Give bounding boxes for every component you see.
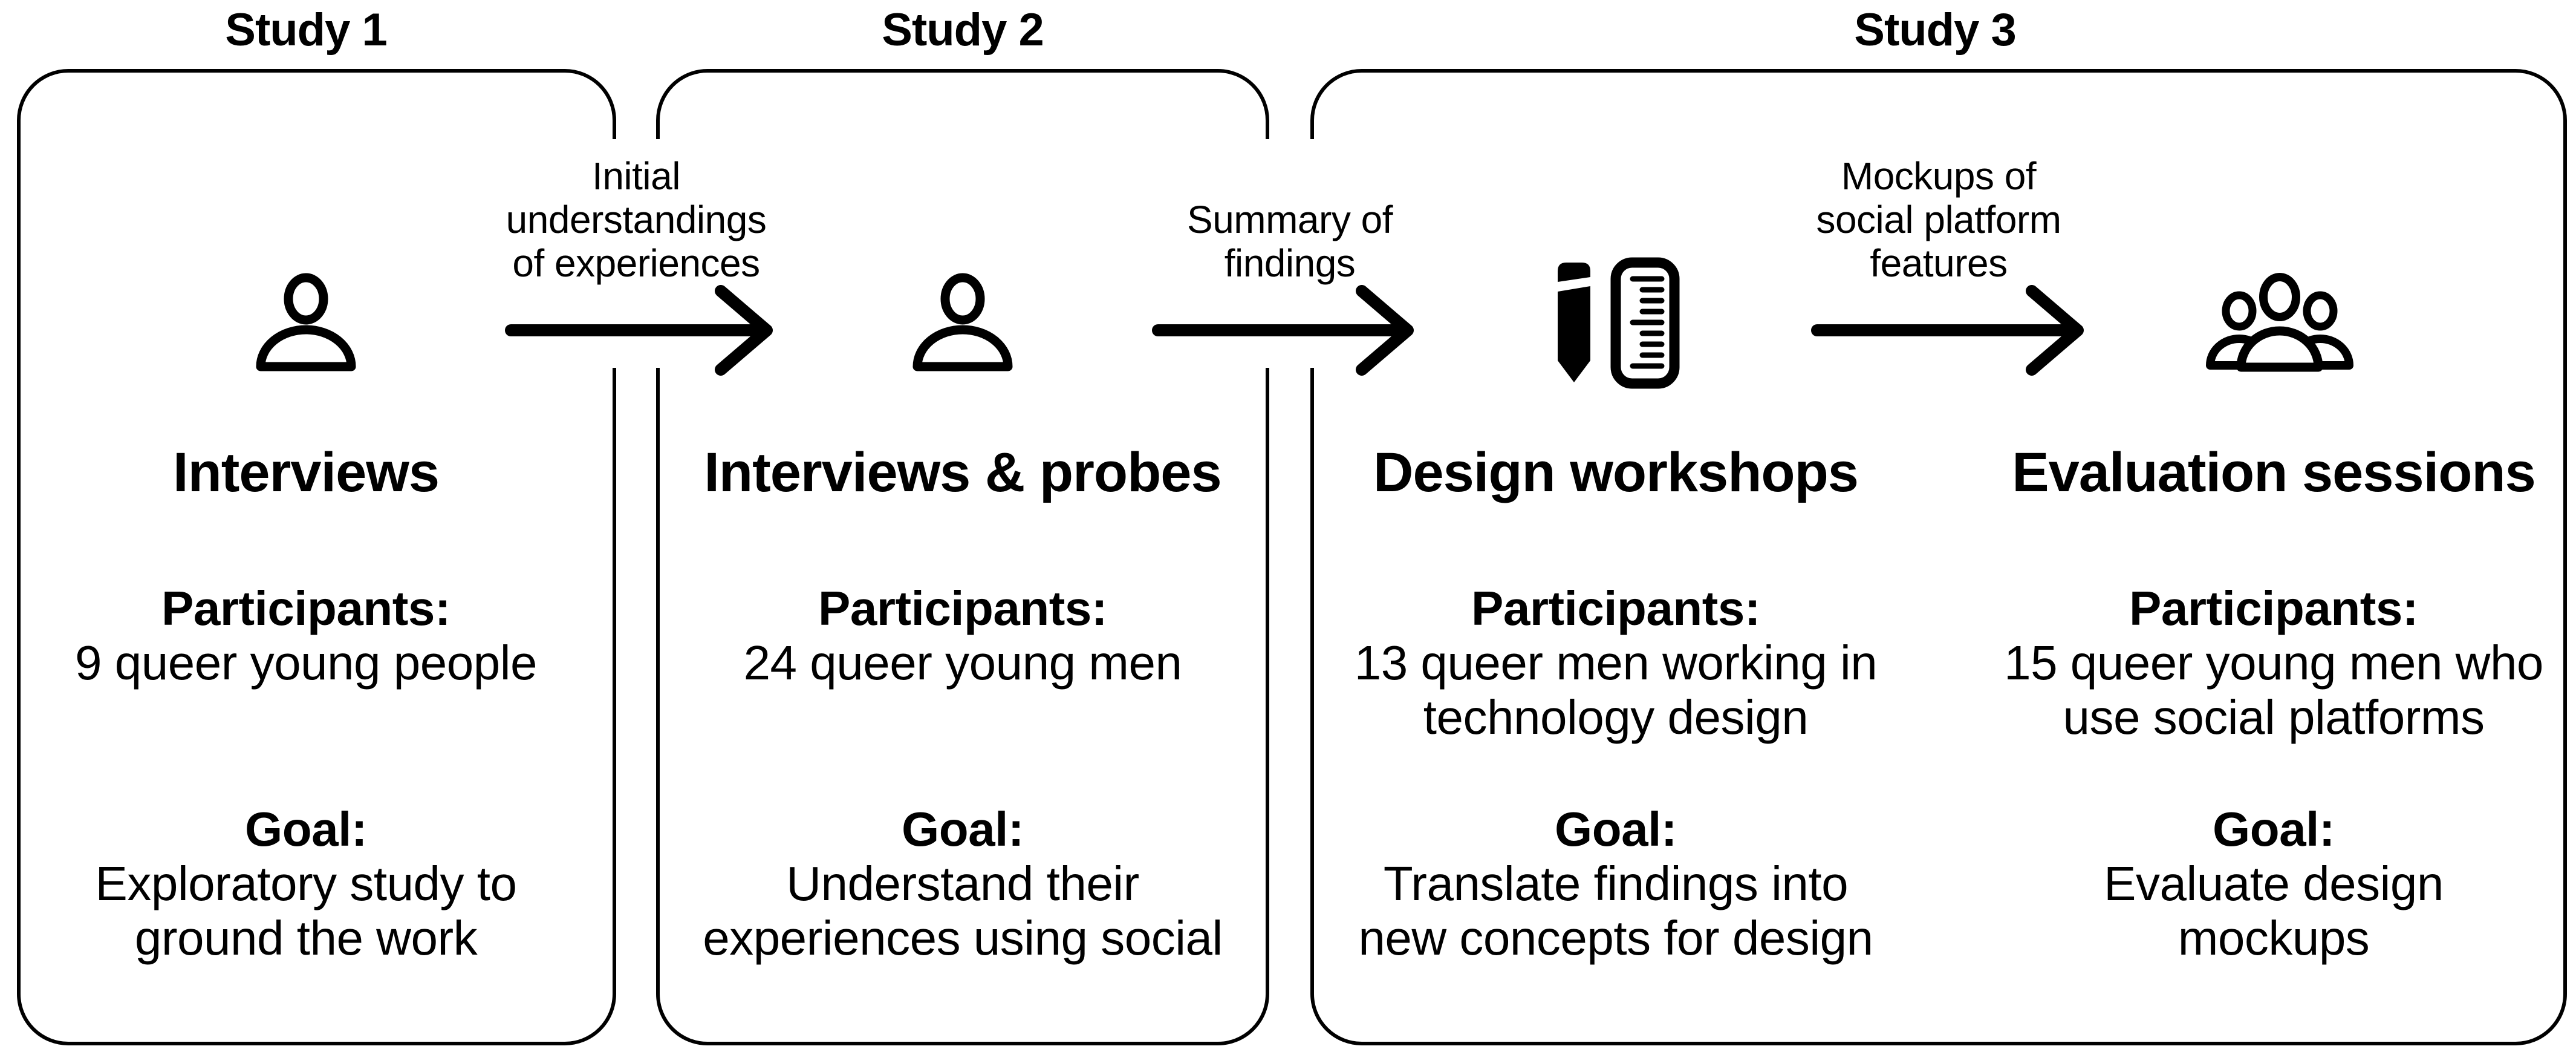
goal-line: ground the work: [134, 911, 478, 965]
participants-line: use social platforms: [2063, 690, 2485, 744]
arrow-label-line: Initial: [592, 154, 680, 198]
goal-line: Evaluate design: [2104, 857, 2444, 910]
person-icon: [912, 273, 1013, 371]
goal-line: experiences using social: [703, 911, 1223, 965]
participants-line: 13 queer men working in: [1354, 636, 1878, 690]
goal-label: Goal:: [1555, 802, 1677, 856]
goal-line: new concepts for design: [1358, 911, 1873, 965]
right-arrow-icon: [1811, 285, 2084, 376]
arrow-label-line: features: [1870, 241, 2008, 285]
study-2-title: Study 2: [882, 4, 1044, 56]
right-arrow-icon: [505, 285, 773, 376]
group-icon: [2206, 273, 2353, 372]
participants-label: Participants:: [2129, 581, 2419, 635]
goal-line: mockups: [2178, 911, 2370, 965]
arrow-label-line: of experiences: [512, 241, 760, 285]
study-3-title: Study 3: [1854, 4, 2016, 56]
goal-line: Understand their: [786, 857, 1139, 910]
goal-line: Exploratory study to: [95, 857, 518, 910]
arrow-label-line: Mockups of: [1841, 154, 2037, 198]
arrow-label-line: understandings: [506, 198, 767, 241]
participants-line: 15 queer young men who: [2004, 636, 2543, 690]
study-1-title: Study 1: [225, 4, 387, 56]
pencil-ruler-icon: [1558, 257, 1680, 389]
participants-line: 24 queer young men: [743, 636, 1182, 690]
participants-label: Participants:: [1471, 581, 1761, 635]
study-2-box: [656, 69, 1269, 1045]
right-arrow-icon: [1152, 285, 1414, 376]
participants-line: 9 queer young people: [75, 636, 537, 690]
goal-label: Goal:: [902, 802, 1024, 856]
arrow-label-line: findings: [1224, 241, 1356, 285]
arrow-label-initial-understandings: Initial understandings of experiences: [506, 154, 767, 285]
study-1-box: [17, 69, 616, 1045]
column-heading-evaluation-sessions: Evaluation sessions: [2012, 442, 2536, 503]
arrow-label-line: Summary of: [1187, 198, 1393, 241]
column-heading-interviews: Interviews: [173, 442, 440, 503]
arrow-label-line: social platform: [1816, 198, 2061, 241]
goal-line: Translate findings into: [1383, 857, 1849, 910]
study-3-box: [1310, 69, 2567, 1045]
column-heading-interviews-probes: Interviews & probes: [704, 442, 1221, 503]
goal-label: Goal:: [2213, 802, 2335, 856]
goal-label: Goal:: [245, 802, 367, 856]
arrow-label-mockups: Mockups of social platform features: [1816, 154, 2061, 285]
participants-label: Participants:: [818, 581, 1108, 635]
participants-label: Participants:: [161, 581, 451, 635]
column-heading-design-workshops: Design workshops: [1373, 442, 1859, 503]
participants-line: technology design: [1423, 690, 1809, 744]
arrow-label-summary-of-findings: Summary of findings: [1187, 198, 1393, 285]
person-icon: [256, 273, 356, 371]
